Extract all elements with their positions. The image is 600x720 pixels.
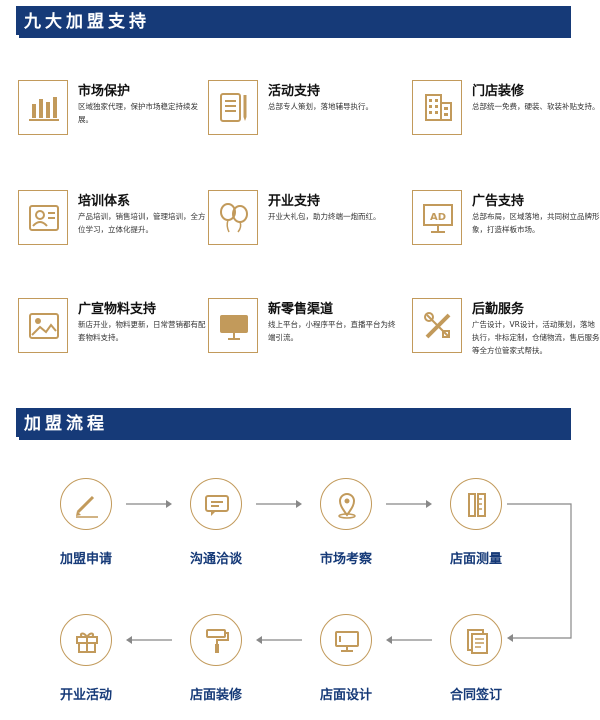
bar-chart-icon <box>18 80 68 135</box>
feature-logistics: 后勤服务 广告设计，VR设计，活动策划，落地执行，非标定制，仓储物流，售后服务等… <box>412 298 600 368</box>
image-icon <box>18 298 68 353</box>
feature-desc: 总部布局，区域落地，共同树立品牌形象，打造样板市场。 <box>472 212 600 234</box>
contract-icon <box>450 614 502 666</box>
feature-title: 培训体系 <box>78 194 131 209</box>
bar-accent <box>16 35 19 38</box>
step-measure: 店面测量 <box>424 478 524 578</box>
step-label: 店面装修 <box>189 688 242 703</box>
feature-promo-materials: 广宣物料支持 新店开业，物料更新，日常营销都有配套物料支持。 <box>18 298 208 368</box>
gift-icon <box>60 614 112 666</box>
tools-icon <box>412 298 462 353</box>
feature-desc: 开业大礼包，助力终端一炮而红。 <box>268 212 381 221</box>
feature-title: 广宣物料支持 <box>78 302 157 317</box>
feature-desc: 总部统一免费，硬装、软装补贴支持。 <box>472 102 600 111</box>
feature-desc: 新店开业，物料更新，日常营销都有配套物料支持。 <box>78 320 206 342</box>
feature-title: 开业支持 <box>268 194 321 209</box>
section-title: 九大加盟支持 <box>24 12 150 32</box>
arrow-left-icon <box>126 636 172 644</box>
arrow-right-icon <box>126 500 172 508</box>
id-card-icon <box>18 190 68 245</box>
feature-event-support: 活动支持 总部专人策划，落地辅导执行。 <box>208 80 398 150</box>
document-pen-icon <box>208 80 258 135</box>
step-apply: 加盟申请 <box>34 478 134 578</box>
feature-new-retail: 新零售渠道 线上平台，小程序平台，直播平台为终端引流。 <box>208 298 398 368</box>
feature-title: 广告支持 <box>472 194 525 209</box>
arrow-left-icon <box>256 636 302 644</box>
arrow-right-icon <box>256 500 302 508</box>
step-inspect: 市场考察 <box>294 478 394 578</box>
monitor-icon <box>208 298 258 353</box>
arrow-return-icon <box>507 503 572 642</box>
feature-title: 新零售渠道 <box>268 302 334 317</box>
feature-title: 市场保护 <box>78 84 131 99</box>
location-icon <box>320 478 372 530</box>
step-contract: 合同签订 <box>424 614 524 714</box>
building-icon <box>412 80 462 135</box>
computer-icon <box>320 614 372 666</box>
step-label: 市场考察 <box>319 552 372 567</box>
section-header-support: 九大加盟支持 <box>16 6 571 38</box>
step-renovate: 店面装修 <box>164 614 264 714</box>
feature-advertising: AD 广告支持 总部布局，区域落地，共同树立品牌形象，打造样板市场。 <box>412 190 600 260</box>
step-label: 店面测量 <box>449 552 502 567</box>
step-label: 加盟申请 <box>59 552 112 567</box>
step-label: 店面设计 <box>319 688 372 703</box>
feature-title: 活动支持 <box>268 84 321 99</box>
feature-desc: 区域独家代理，保护市场稳定持续发展。 <box>78 102 198 124</box>
feature-title: 后勤服务 <box>472 302 525 317</box>
step-label: 开业活动 <box>59 688 112 703</box>
feature-opening-support: 开业支持 开业大礼包，助力终端一炮而红。 <box>208 190 398 260</box>
section-title: 加盟流程 <box>24 414 108 434</box>
feature-training: 培训体系 产品培训，销售培训，管理培训，全方位学习，立体化提升。 <box>18 190 208 260</box>
feature-desc: 广告设计，VR设计，活动策划，落地执行，非标定制，仓储物流，售后服务等全方位管家… <box>472 320 600 355</box>
arrow-right-icon <box>386 500 432 508</box>
balloons-icon <box>208 190 258 245</box>
chat-icon <box>190 478 242 530</box>
step-opening-event: 开业活动 <box>34 614 134 714</box>
ruler-icon <box>450 478 502 530</box>
ad-board-icon: AD <box>412 190 462 245</box>
step-design: 店面设计 <box>294 614 394 714</box>
step-negotiate: 沟通洽谈 <box>164 478 264 578</box>
feature-market-protection: 市场保护 区域独家代理，保护市场稳定持续发展。 <box>18 80 208 150</box>
feature-store-decoration: 门店装修 总部统一免费，硬装、软装补贴支持。 <box>412 80 600 150</box>
paint-roller-icon <box>190 614 242 666</box>
feature-desc: 总部专人策划，落地辅导执行。 <box>268 102 373 111</box>
arrow-left-icon <box>386 636 432 644</box>
feature-title: 门店装修 <box>472 84 525 99</box>
feature-desc: 产品培训，销售培训，管理培训，全方位学习，立体化提升。 <box>78 212 206 234</box>
section-header-process: 加盟流程 <box>16 408 571 440</box>
pencil-icon <box>60 478 112 530</box>
svg-text:AD: AD <box>430 212 446 223</box>
step-label: 沟通洽谈 <box>189 552 242 567</box>
bar-accent <box>16 437 19 440</box>
step-label: 合同签订 <box>449 688 502 703</box>
feature-desc: 线上平台，小程序平台，直播平台为终端引流。 <box>268 320 396 342</box>
